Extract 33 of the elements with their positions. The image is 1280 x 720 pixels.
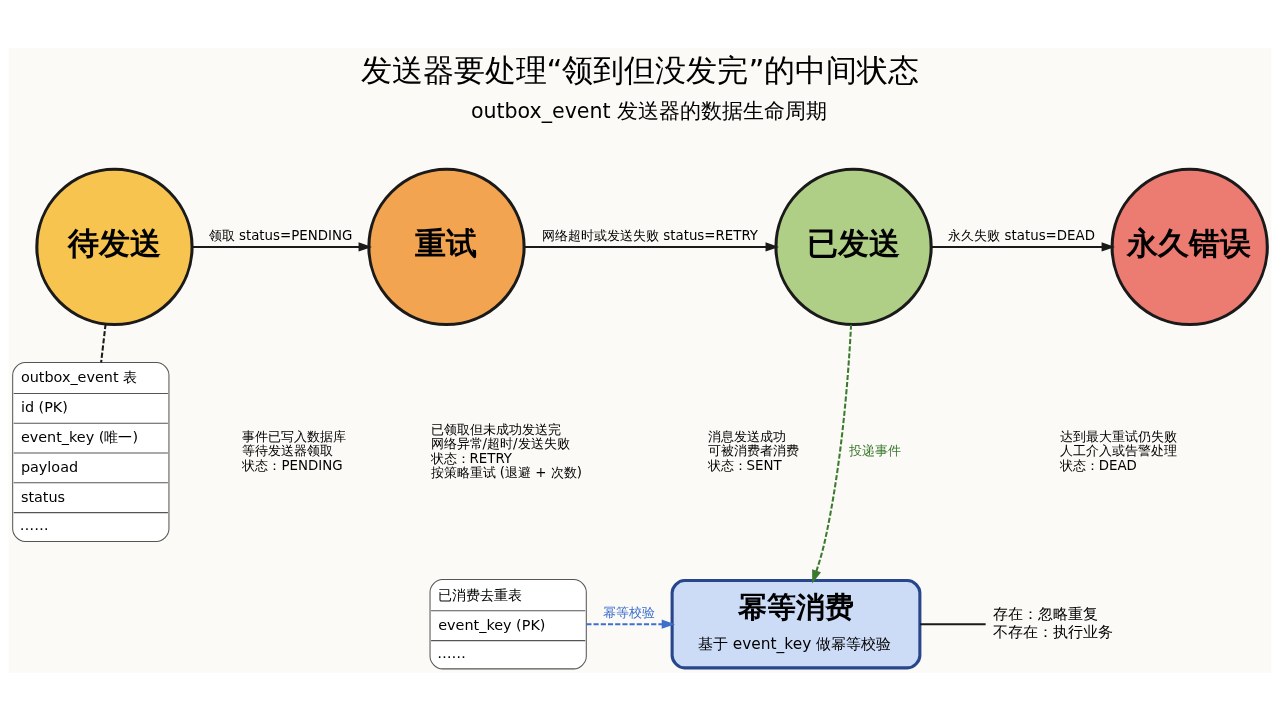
- connector: [919, 622, 986, 625]
- node-label: 状态：SENT: [707, 457, 782, 473]
- arrow: [586, 618, 676, 629]
- node-label: 状态：DEAD: [1059, 457, 1137, 473]
- edge-label: 投递事件: [849, 442, 902, 458]
- node-circle: 已发送: [774, 167, 933, 326]
- edge-label: 领取 status=PENDING: [208, 227, 353, 243]
- node-label: 状态：PENDING: [242, 457, 343, 473]
- node-label: 状态：RETRY: [430, 450, 513, 466]
- diagram-title: 发送器要处理“领到但没发完”的中间状态: [360, 51, 920, 88]
- connector: [100, 323, 107, 363]
- edge-label: 网络超时或发送失败 status=RETRY: [542, 227, 759, 243]
- node-label: 等待发送器领取: [242, 442, 334, 458]
- arrow: [524, 241, 779, 252]
- node-label: 事件已写入数据库: [242, 428, 347, 444]
- node-label: 按策略重试 (退避 + 次数): [430, 464, 582, 480]
- node-label: 达到最大重试仍失败: [1059, 428, 1177, 444]
- node-circle: 重试: [367, 167, 526, 326]
- edge-label: 幂等校验: [603, 604, 656, 620]
- node-label: 已领取但未成功发送完: [430, 421, 561, 437]
- edge-label: 永久失败 status=DEAD: [948, 227, 1095, 243]
- node-label: 消息发送成功: [707, 428, 786, 444]
- node-label: 可被消费者消费: [707, 442, 799, 458]
- label: outbox_event 发送器的数据生命周期: [470, 98, 828, 123]
- arrow: [931, 241, 1115, 252]
- node-text: 存在：忽略重复 不存在：执行业务: [992, 604, 1113, 641]
- node-label: 人工介入或告警处理: [1059, 442, 1177, 458]
- node-box: 幂等消费 基于 event_key 做幂等校验: [670, 578, 922, 669]
- node-circle: 永久错误: [1110, 167, 1269, 326]
- node-circle: 待发送: [35, 167, 194, 326]
- arrow: [192, 241, 372, 252]
- arrow: [812, 324, 853, 583]
- node-label: 网络异常/超时/发送失败: [430, 435, 570, 451]
